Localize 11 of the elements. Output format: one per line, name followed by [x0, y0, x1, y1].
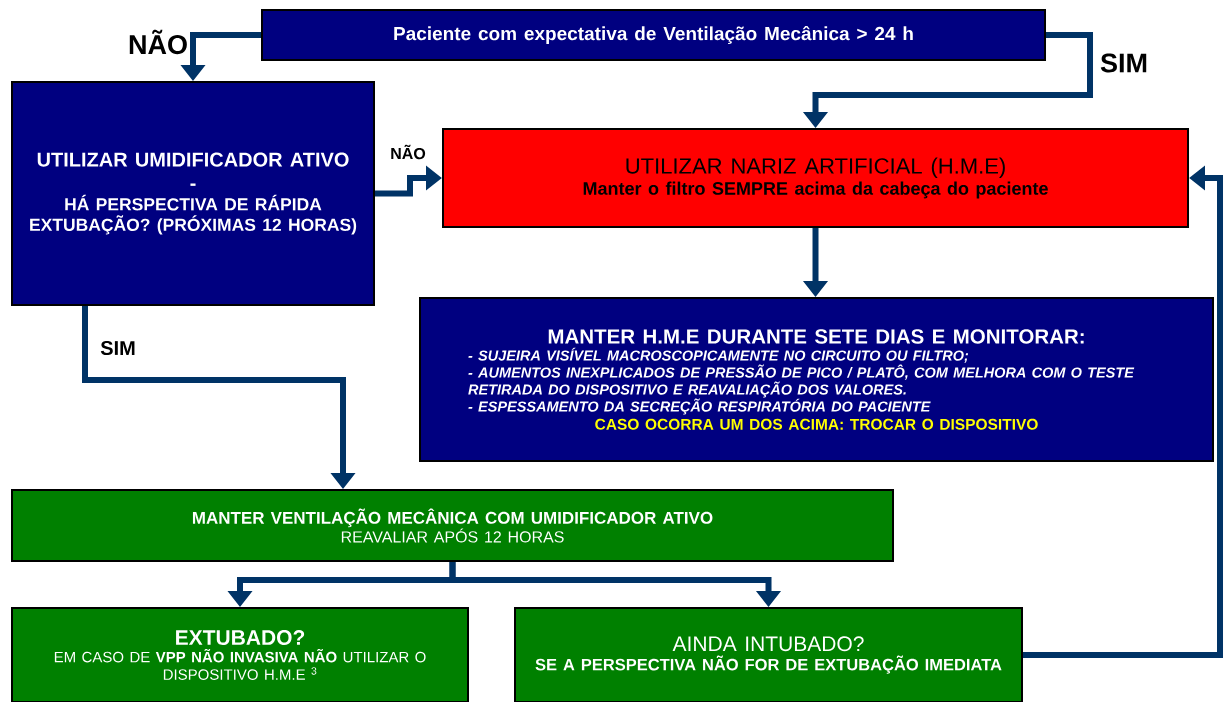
start-box: Paciente com expectativa de Ventilação Mecânica > 24 h: [261, 9, 1046, 61]
decision-box: UTILIZAR UMIDIFICADOR ATIVO - HÁ PERSPECTIVA DE RÁPIDA EXTUBAÇÃO? (PRÓXIMAS 12 HORAS): [11, 81, 375, 306]
edge-label: SIM: [100, 340, 135, 356]
decision-box: AINDA INTUBADO? SE A PERSPECTIVA NÃO FOR DE EXTUBAÇÃO IMEDIATA: [514, 607, 1023, 702]
edge-label: SIM: [1100, 53, 1147, 73]
monitor-box: MANTER H.M.E DURANTE SETE DIAS E MONITORAR: - SUJEIRA VISÍVEL MACROSCOPICAMENTE NO CIRCUITO OU FILTRO; - AUMENTOS INEXPLICADOS DE PRESSÃO DE PICO / PLATÔ, COM MELHORA COM O TESTE RETIRADA DO DISPOSITIVO E REAVALIAÇÃO DOS VALORES. - ESPESSAMENTO DA SECREÇÃO RESPIRATÓRIA DO PACIENTE CASO OCORRA UM DOS ACIMA: TROCAR O DISPOSITIVO: [419, 297, 1214, 462]
process-box: UTILIZAR NARIZ ARTIFICIAL (H.M.E) Manter o filtro SEMPRE acima da cabeça do paciente: [442, 128, 1189, 228]
edge-label: NÃO: [391, 144, 426, 160]
decision-box: EXTUBADO? EM CASO DE VPP NÃO INVASIVA NÃO UTILIZAR O DISPOSITIVO H.M.E $^{3}$: [11, 607, 469, 702]
edge-label: NÃO: [129, 29, 187, 55]
process-box: MANTER VENTILAÇÃO MECÂNICA COM UMIDIFICADOR ATIVO REAVALIAR APÓS 12 HORAS: [11, 489, 894, 562]
